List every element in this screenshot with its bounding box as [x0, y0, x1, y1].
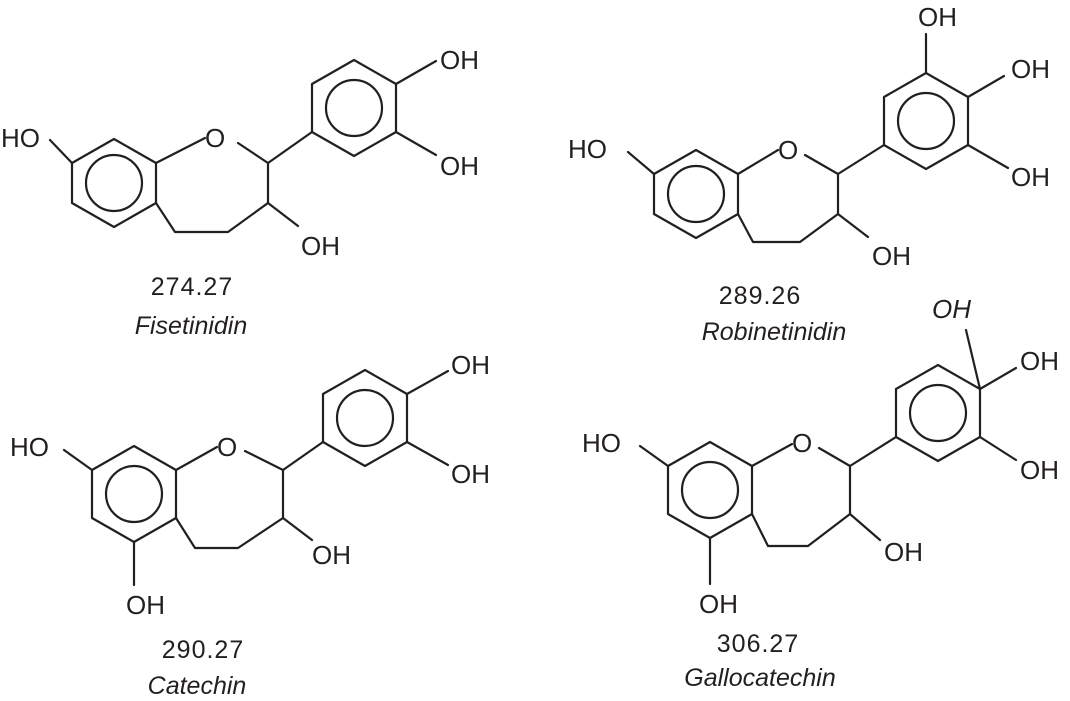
fisetinidin-oh-3: OH	[301, 231, 340, 261]
robinetinidin-b-ring-oh-bonds	[924, 32, 1010, 170]
catechin-b-ring-oh-bonds	[405, 369, 450, 467]
fisetinidin-molecular-weight: 274.27	[151, 273, 233, 301]
fisetinidin-b-ring-oh-bonds	[394, 59, 438, 157]
molecule-fisetinidin: HO O OH OH OH 274.27 Fisetinidin	[1, 45, 479, 340]
robinetinidin-oh-3prime: OH	[918, 2, 957, 32]
catechin-a-ring-aromatic	[104, 464, 164, 524]
gallocatechin-name: Gallocatechin	[684, 664, 835, 692]
gallocatechin-molecular-weight: 306.27	[717, 630, 799, 658]
fisetinidin-a-ring-aromatic	[84, 153, 144, 213]
catechin-name: Catechin	[148, 672, 247, 700]
gallocatechin-oh-5: OH	[699, 589, 738, 619]
fisetinidin-substituent-bonds	[48, 130, 314, 228]
robinetinidin-ring-oxygen: O	[778, 135, 798, 165]
robinetinidin-c-ring	[736, 148, 840, 244]
catechin-a-ring	[90, 444, 178, 544]
catechin-substituent-bonds	[62, 440, 325, 587]
fisetinidin-a-ring	[70, 137, 158, 229]
catechin-oh-4prime: OH	[451, 459, 490, 489]
gallocatechin-a-ring	[666, 440, 754, 540]
fisetinidin-ring-oxygen: O	[205, 123, 225, 153]
robinetinidin-name: Robinetinidin	[702, 318, 847, 346]
gallocatechin-b-ring	[894, 363, 982, 463]
robinetinidin-oh-3: OH	[872, 241, 911, 271]
robinetinidin-a-ring	[652, 148, 740, 240]
robinetinidin-oh-4prime: OH	[1011, 54, 1050, 84]
catechin-ring-oxygen: O	[217, 432, 237, 462]
robinetinidin-molecular-weight: 289.26	[719, 282, 801, 310]
gallocatechin-oh-5prime: OH	[1020, 455, 1059, 485]
gallocatechin-b-ring-oh-bonds	[964, 328, 1018, 462]
fisetinidin-oh-4prime: OH	[440, 151, 479, 181]
robinetinidin-b-ring	[882, 71, 970, 171]
robinetinidin-substituent-bonds	[626, 143, 886, 239]
robinetinidin-ho-7: HO	[568, 134, 607, 164]
fisetinidin-ho-7: HO	[1, 123, 40, 153]
gallocatechin-c-ring	[750, 442, 852, 548]
catechin-oh-3prime: OH	[451, 350, 490, 380]
catechin-ho-7: HO	[10, 432, 49, 462]
fisetinidin-name: Fisetinidin	[135, 312, 248, 340]
robinetinidin-b-ring-aromatic	[896, 91, 956, 151]
robinetinidin-oh-5prime: OH	[1011, 162, 1050, 192]
molecule-gallocatechin: HO O OH OH OH OH OH 306.27 Gallocatechin	[582, 294, 1059, 692]
gallocatechin-oh-3: OH	[884, 537, 923, 567]
catechin-molecular-weight: 290.27	[162, 636, 244, 664]
robinetinidin-a-ring-aromatic	[666, 164, 726, 224]
gallocatechin-ring-oxygen: O	[792, 428, 812, 458]
gallocatechin-oh-3prime: OH	[932, 294, 971, 324]
gallocatechin-substituent-bonds	[638, 435, 898, 586]
catechin-oh-3: OH	[312, 540, 351, 570]
gallocatechin-ho-7: HO	[582, 428, 621, 458]
fisetinidin-b-ring	[310, 58, 398, 158]
molecule-catechin: HO O OH OH OH OH 290.27 Catechin	[10, 350, 490, 700]
gallocatechin-oh-4prime: OH	[1020, 346, 1059, 376]
fisetinidin-c-ring	[154, 136, 270, 234]
catechin-c-ring	[174, 445, 285, 550]
gallocatechin-a-ring-aromatic	[680, 460, 740, 520]
fisetinidin-oh-3prime: OH	[440, 45, 479, 75]
catechin-b-ring	[321, 368, 409, 468]
molecule-robinetinidin: HO O OH OH OH OH 289.26 Robinetinidin	[568, 2, 1050, 346]
catechin-b-ring-aromatic	[335, 388, 395, 448]
catechin-oh-5: OH	[126, 590, 165, 620]
gallocatechin-b-ring-aromatic	[908, 383, 968, 443]
fisetinidin-b-ring-aromatic	[324, 78, 384, 138]
